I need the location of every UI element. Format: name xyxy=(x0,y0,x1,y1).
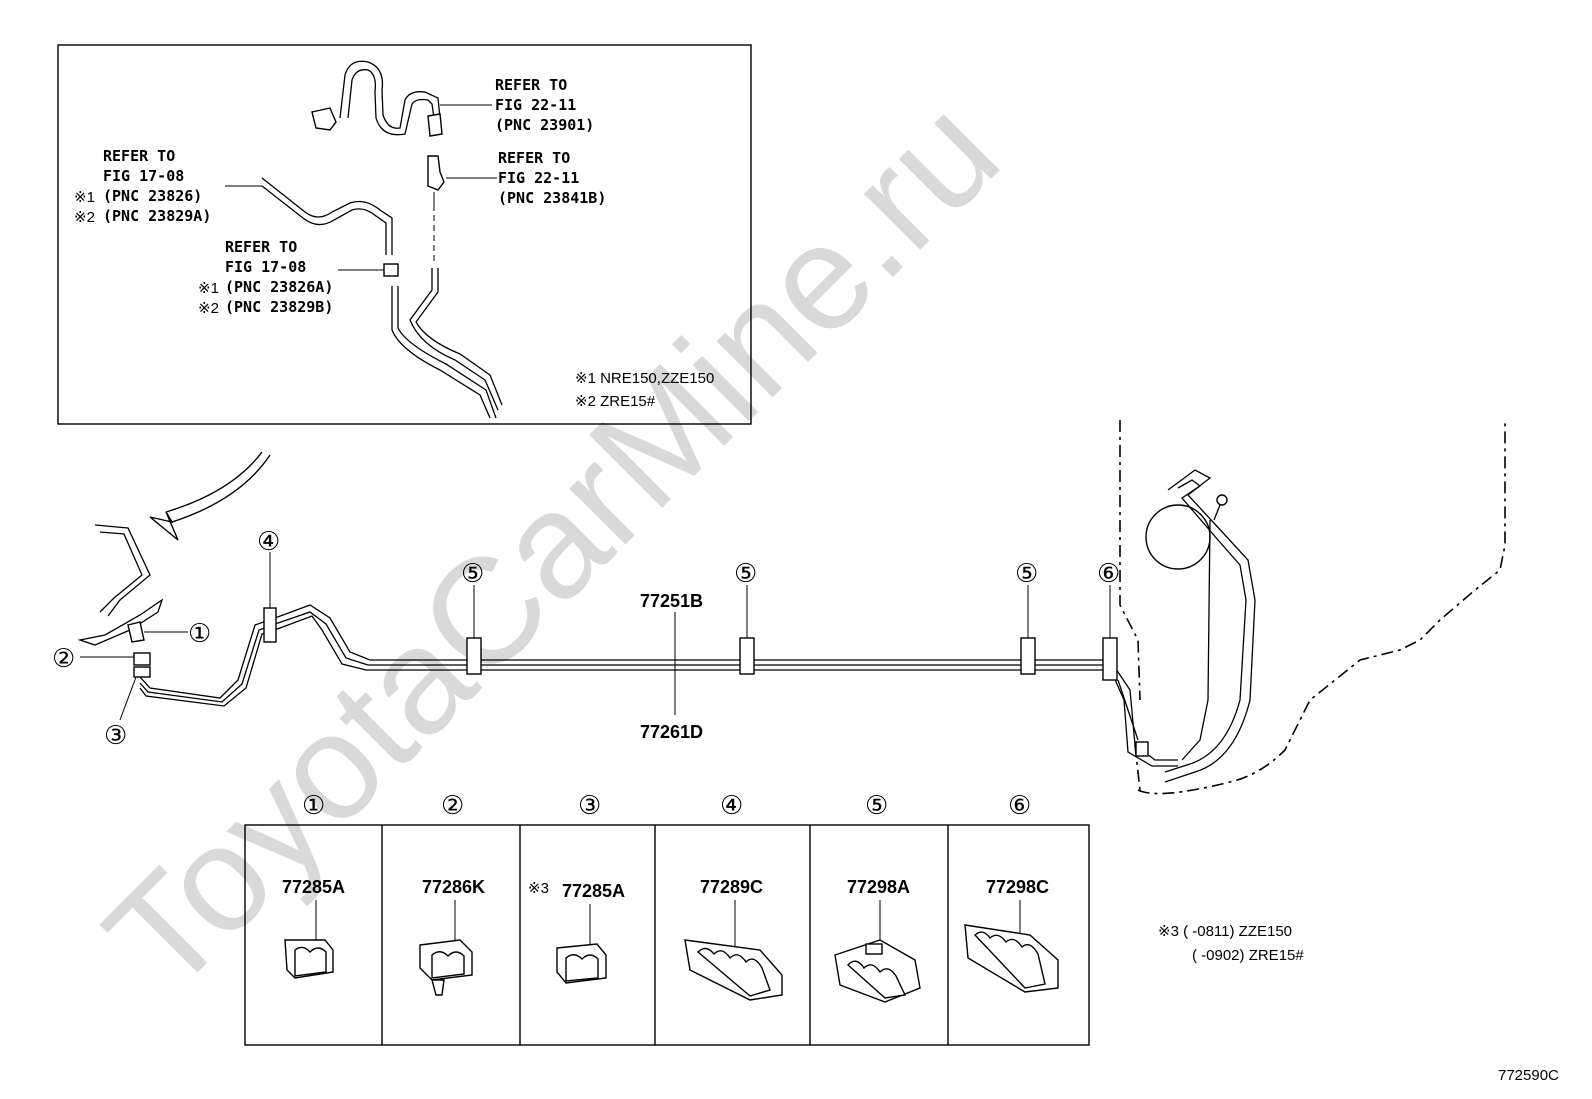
callout-1: ① xyxy=(188,619,211,649)
clamp-col-4-number: ④ xyxy=(720,791,743,821)
pipe-lower-part-number: 77261D xyxy=(640,722,703,742)
callout-2: ② xyxy=(52,644,75,674)
bracket-part xyxy=(427,155,445,191)
figure-code: 772590C xyxy=(1498,1067,1559,1084)
pipe-upper-part-number: 77251B xyxy=(640,591,703,611)
clamp-col-1-number: ① xyxy=(302,791,325,821)
clamp-col-6-number: ⑥ xyxy=(1008,791,1031,821)
svg-text:(PNC 23826): (PNC 23826) xyxy=(103,187,202,205)
clamp-6-part: 77298C xyxy=(986,877,1049,897)
clamp-2-illustration xyxy=(419,939,473,996)
clamp-table-frame xyxy=(244,824,1090,1046)
main-routing: ① ② ③ ④ ⑤ ⑤ ⑤ ⑥ 77251B 77261D xyxy=(52,420,1506,795)
inset-detail: REFER TO FIG 22-11 (PNC 23901) REFER TO … xyxy=(57,44,752,425)
svg-text:※1: ※1 xyxy=(74,189,95,206)
clamp-table: ① ② ③ ④ ⑤ ⑥ 77285A 77286K ※3 77285A 7728… xyxy=(244,791,1090,1046)
clamp-6-position xyxy=(1102,637,1118,681)
svg-text:(PNC 23829B): (PNC 23829B) xyxy=(225,298,333,316)
detail-arrow xyxy=(171,454,271,523)
clamp-1-part: 77285A xyxy=(282,877,345,897)
clamp-3-prefix: ※3 xyxy=(528,880,549,897)
note3-line1: ※3 ( -0811) ZZE150 xyxy=(1158,923,1292,940)
svg-text:※1: ※1 xyxy=(198,280,219,297)
callout-5b: ⑤ xyxy=(734,559,757,589)
clamp-5b-position xyxy=(739,637,755,675)
svg-text:REFER TO: REFER TO xyxy=(103,147,175,165)
clamp-1-illustration xyxy=(284,939,334,979)
clamp-2-part: 77286K xyxy=(422,877,485,897)
svg-text:REFER TO: REFER TO xyxy=(225,238,297,256)
clamp-5-part: 77298A xyxy=(847,877,910,897)
hose-clip xyxy=(383,263,399,277)
breather-hose xyxy=(261,177,393,255)
clamp-3-illustration xyxy=(556,943,607,984)
clamp-5a-position xyxy=(466,637,482,675)
svg-text:※2: ※2 xyxy=(198,300,219,317)
inset-frame xyxy=(57,44,752,425)
callout-5c: ⑤ xyxy=(1015,559,1038,589)
callout-3: ③ xyxy=(104,721,127,751)
clamp-4-position xyxy=(263,607,277,643)
ref-23826a: REFER TO FIG 17-08 ※1 (PNC 23826A) ※2 (P… xyxy=(198,238,333,317)
clamp-col-2-number: ② xyxy=(441,791,464,821)
callout-4: ④ xyxy=(257,527,280,557)
svg-text:FIG 17-08: FIG 17-08 xyxy=(103,167,184,185)
model-note-1: ※1 NRE150,ZZE150 xyxy=(575,370,714,387)
clamp-3-part: 77285A xyxy=(562,881,625,901)
ref-23841b: REFER TO FIG 22-11 (PNC 23841B) xyxy=(498,149,606,207)
filler-pipe xyxy=(311,60,443,137)
note3-line2: ( -0902) ZRE15# xyxy=(1192,947,1304,964)
clamp-col-3-number: ③ xyxy=(578,791,601,821)
clamp-6-illustration xyxy=(964,924,1059,993)
clamp-5c-position xyxy=(1020,637,1036,675)
clamp-5-illustration xyxy=(834,939,921,1003)
svg-text:(PNC 23826A): (PNC 23826A) xyxy=(225,278,333,296)
fuel-tank-outline xyxy=(1119,420,1506,795)
model-note-2: ※2 ZRE15# xyxy=(575,393,656,410)
svg-text:※2: ※2 xyxy=(74,209,95,226)
clamp-4-illustration xyxy=(684,939,783,1001)
clamp-col-5-number: ⑤ xyxy=(865,791,888,821)
callout-5a: ⑤ xyxy=(461,559,484,589)
ref-23901: REFER TO FIG 22-11 (PNC 23901) xyxy=(495,76,594,134)
ref-23826: REFER TO FIG 17-08 ※1 (PNC 23826) ※2 (PN… xyxy=(74,147,211,226)
clamp-4-part: 77289C xyxy=(700,877,763,897)
svg-text:FIG 17-08: FIG 17-08 xyxy=(225,258,306,276)
callout-6: ⑥ xyxy=(1097,559,1120,589)
svg-text:(PNC 23829A): (PNC 23829A) xyxy=(103,207,211,225)
